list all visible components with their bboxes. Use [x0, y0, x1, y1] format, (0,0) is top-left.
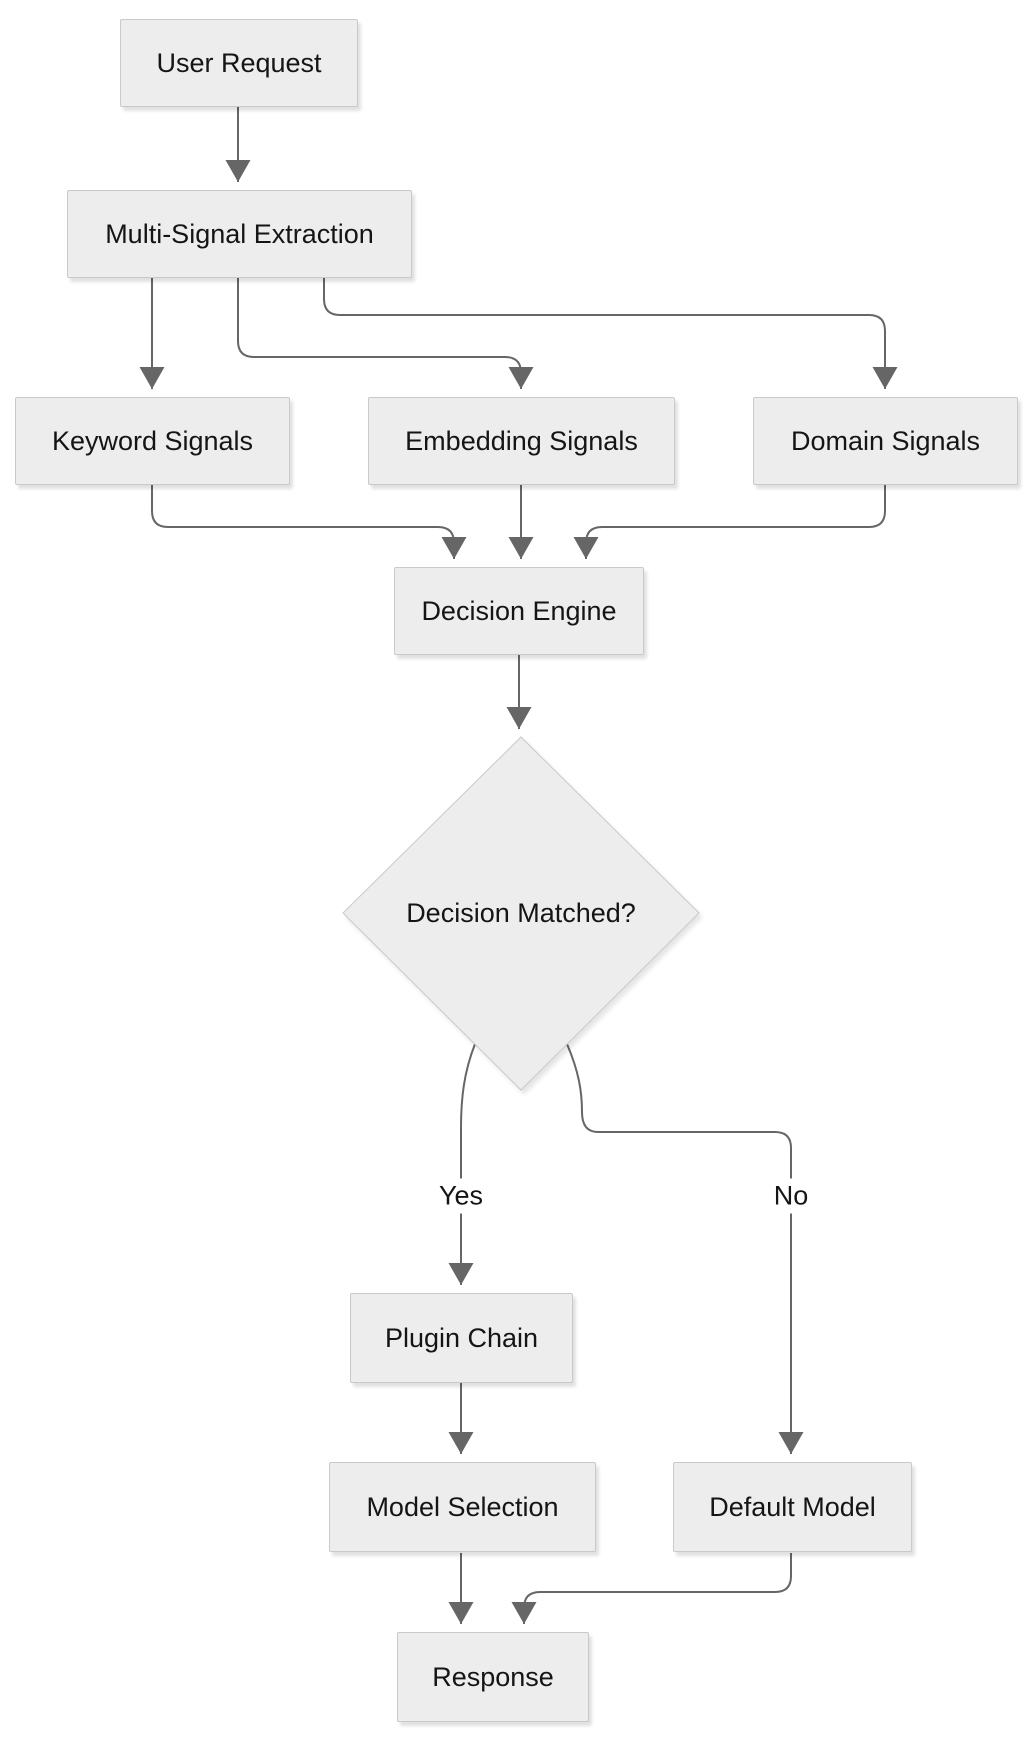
- node-multi-signal-extraction: Multi-Signal Extraction: [67, 190, 412, 278]
- node-plugin-chain: Plugin Chain: [350, 1293, 573, 1383]
- node-embedding-signals: Embedding Signals: [368, 397, 675, 485]
- node-default-model: Default Model: [673, 1462, 912, 1552]
- decision-diamond-shape: [342, 736, 700, 1091]
- edge-label-yes: Yes: [430, 1178, 492, 1214]
- edge-keyword-to-decision-engine: [151, 485, 467, 559]
- edge-label-no: No: [765, 1178, 817, 1214]
- edge-diamond-yes-to-plugin-chain: [448, 1043, 476, 1285]
- edge-default-model-to-response: [511, 1553, 792, 1624]
- node-keyword-signals: Keyword Signals: [15, 397, 290, 485]
- edge-multi-signal-to-embedding: [237, 278, 534, 389]
- node-response: Response: [397, 1632, 589, 1722]
- node-model-selection: Model Selection: [329, 1462, 596, 1552]
- node-user-request: User Request: [120, 19, 358, 107]
- node-decision-matched-label: Decision Matched?: [406, 897, 636, 928]
- edge-multi-signal-to-domain: [323, 278, 898, 389]
- edge-domain-to-decision-engine: [573, 485, 886, 559]
- node-decision-engine: Decision Engine: [394, 567, 644, 655]
- edge-diamond-no-to-default-model: [566, 1043, 804, 1454]
- node-domain-signals: Domain Signals: [753, 397, 1018, 485]
